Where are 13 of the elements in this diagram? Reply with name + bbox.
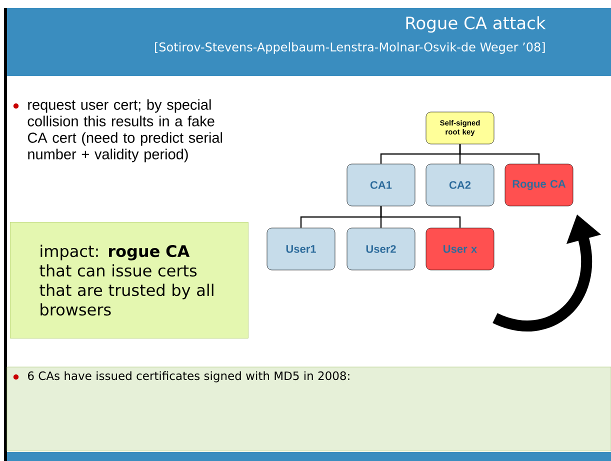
certificate-box: User1: [266, 228, 336, 270]
citation: [Sotirov-Stevens-Appelbaum-Lenstra-Molnar-Osvik-de Weger ’08]: [155, 42, 545, 54]
tree-line: [380, 206, 461, 228]
bullet-text: request user cert; by special collision this results in a fake CA cert (need to predict serial number + validity period): [28, 99, 222, 162]
forged-certificate-box: Rogue CA: [504, 164, 574, 206]
certificate-box: CA1: [346, 164, 416, 206]
bullet-text: 6 CAs have issued certificates signed with MD5 in 2008:: [28, 371, 350, 382]
tree-line: [459, 144, 540, 164]
certificate-box: CA2: [426, 164, 494, 206]
impact-box: impact: rogue CA that can issue certs that are trusted by all browsers: [10, 222, 248, 338]
slide-title: Rogue CA attack: [406, 16, 546, 33]
certificate-box: User2: [346, 228, 416, 270]
forged-certificate-box: User x: [426, 228, 494, 270]
